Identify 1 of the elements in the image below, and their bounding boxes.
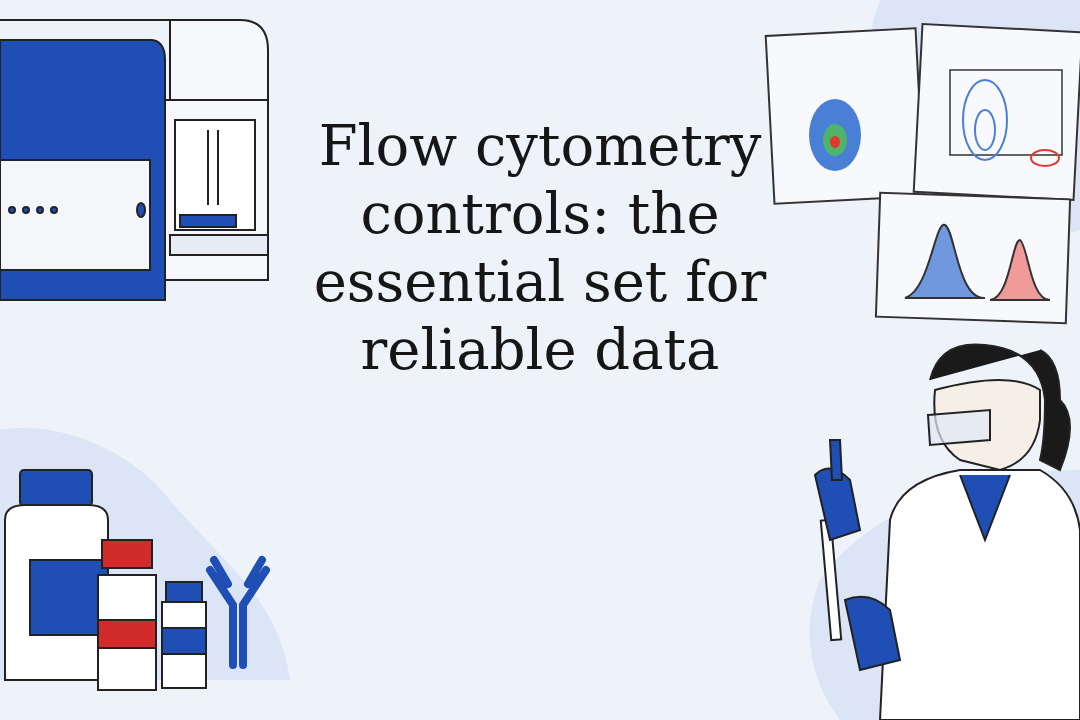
title: Flow cytometry controls: the essential set for reliable data	[312, 112, 768, 384]
